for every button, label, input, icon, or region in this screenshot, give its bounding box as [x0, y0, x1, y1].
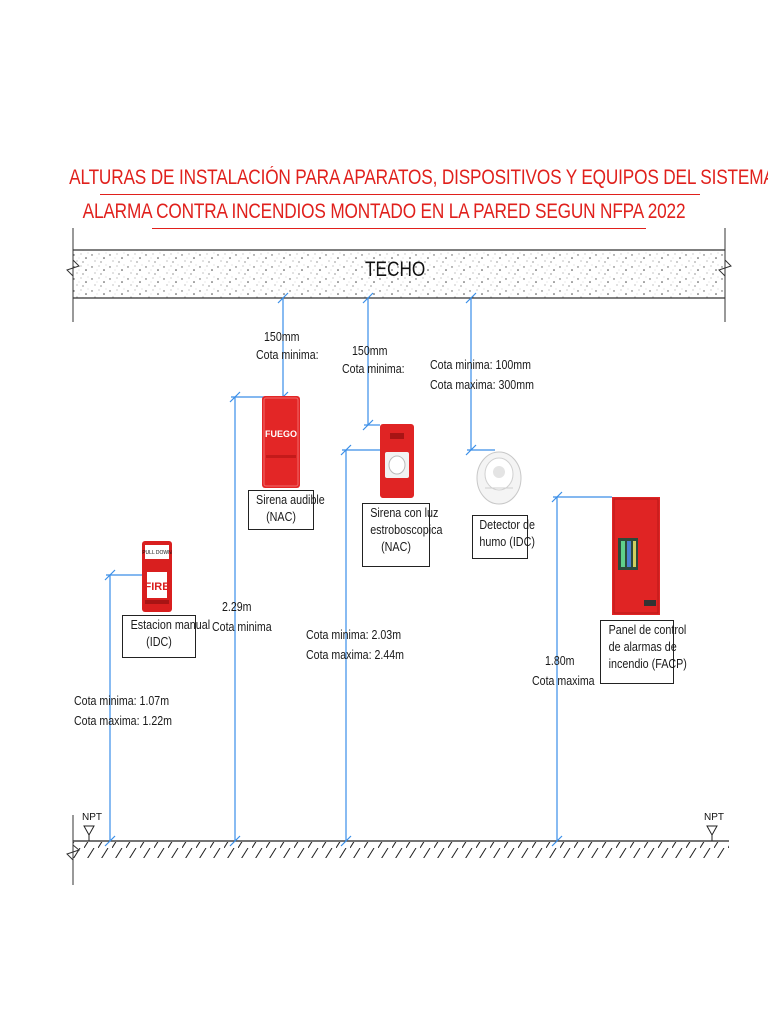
audible-siren-ceiling-value: 150mm	[264, 330, 300, 344]
smoke-detector-max-distance: Cota maxima: 300mm	[430, 378, 534, 392]
title-line-2: ALARMA CONTRA INCENDIOS MONTADO EN LA PA…	[82, 200, 686, 223]
fire-alarm-control-panel-icon	[612, 497, 660, 615]
title-underline-1	[100, 194, 700, 195]
audible-siren-floor-value: 2.29m	[222, 600, 252, 614]
strobe-siren-icon	[380, 424, 414, 498]
floor-line	[66, 815, 729, 885]
control-panel-label-box: Panel de control de alarmas de incendio …	[600, 620, 687, 684]
strobe-siren-ceiling-label: Cota minima:	[342, 362, 405, 376]
title-underline-2	[152, 228, 646, 229]
siren-fuego-text: FUEGO	[265, 429, 297, 439]
strobe-siren-min-height: Cota minima: 2.03m	[306, 628, 402, 642]
audible-siren-floor-label: Cota minima	[212, 620, 272, 634]
floor-level-label-right: NPT	[704, 812, 724, 823]
smoke-detector-name: Detector de	[479, 518, 535, 532]
audible-siren-ceiling-label: Cota minima:	[256, 348, 319, 362]
strobe-siren-max-height: Cota maxima: 2.44m	[306, 648, 405, 662]
pull-station-top-text: PULL DOWN	[142, 550, 172, 556]
title-line-1: ALTURAS DE INSTALACIÓN PARA APARATOS, DI…	[69, 166, 768, 189]
ceiling-slab	[66, 228, 732, 322]
audible-siren-name: Sirena audible	[256, 493, 325, 507]
control-panel-floor-value: 1.80m	[545, 654, 575, 668]
manual-station-label-box: Estacion manual (IDC)	[122, 615, 211, 658]
strobe-siren-ceiling-value: 150mm	[352, 344, 388, 358]
smoke-detector-min-distance: Cota minima: 100mm	[430, 358, 531, 372]
strobe-siren-label-box: Sirena con luz estroboscopica (NAC)	[362, 503, 443, 567]
strobe-siren-name: Sirena con luz	[370, 506, 439, 520]
manual-station-min-height: Cota minima: 1.07m	[74, 694, 170, 708]
strobe-siren-name-line2: estroboscopica	[370, 523, 443, 537]
strobe-siren-circuit: (NAC)	[381, 540, 411, 554]
control-panel-name-line2: de alarmas de	[608, 640, 677, 654]
audible-siren-circuit: (NAC)	[266, 510, 296, 524]
floor-level-label-left: NPT	[82, 812, 102, 823]
ceiling-label: TECHO	[365, 258, 426, 281]
manual-station-max-height: Cota maxima: 1.22m	[74, 714, 173, 728]
smoke-detector-icon	[476, 451, 522, 505]
control-panel-name: Panel de control	[608, 623, 687, 637]
pull-station-fire-text: FIRE	[144, 581, 169, 593]
control-panel-floor-label: Cota maxima	[532, 674, 595, 688]
smoke-detector-label-box: Detector de humo (IDC)	[472, 515, 535, 559]
manual-station-circuit: (IDC)	[146, 635, 172, 649]
audible-siren-icon: FUEGO	[262, 396, 300, 488]
smoke-detector-circuit: humo (IDC)	[479, 535, 535, 549]
manual-pull-station-icon: PULL DOWN FIRE	[142, 541, 172, 612]
manual-station-name: Estacion manual	[130, 618, 211, 632]
dimension-lines	[104, 292, 612, 847]
control-panel-name-line3: incendio (FACP)	[608, 657, 687, 671]
audible-siren-label-box: Sirena audible (NAC)	[248, 490, 325, 530]
